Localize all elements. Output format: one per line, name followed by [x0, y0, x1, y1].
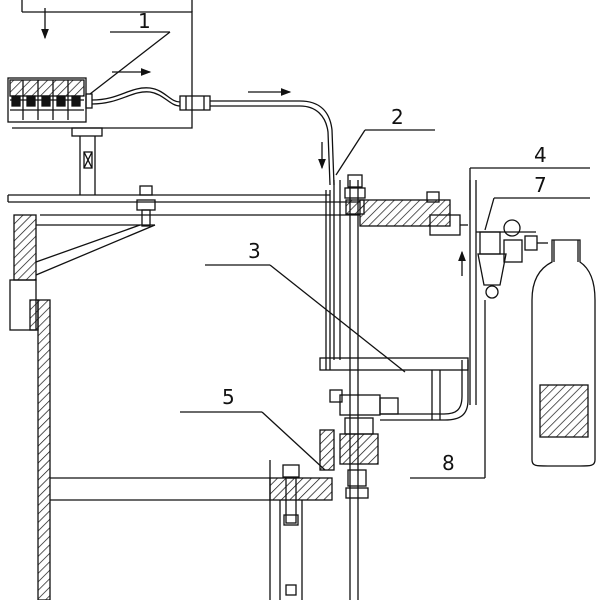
- lower-support: [269, 460, 333, 600]
- label-5: 5: [222, 385, 235, 409]
- right-bracket: [469, 180, 536, 405]
- label-3: 3: [248, 239, 261, 263]
- valve-assembly: [319, 389, 399, 499]
- supply-pipe: [91, 87, 335, 186]
- label-1: 1: [138, 9, 151, 33]
- beam-bolt: [136, 185, 440, 227]
- leader-3: [269, 264, 406, 373]
- leader-7: [484, 197, 495, 231]
- leader-5: [261, 411, 326, 471]
- label-4: 4: [534, 143, 547, 167]
- manifold-block: [7, 77, 93, 123]
- leader-1: [89, 31, 171, 95]
- wall-bracket: [9, 214, 156, 331]
- leader-2: [335, 129, 366, 176]
- left-column: [37, 299, 270, 600]
- hanger-rod: [71, 127, 103, 195]
- main-beam: [7, 194, 468, 236]
- label-7: 7: [534, 173, 547, 197]
- vertical-spindle: [325, 174, 366, 600]
- bottle: [531, 239, 596, 467]
- label-2: 2: [391, 105, 404, 129]
- collector-tray: [319, 357, 469, 421]
- label-8: 8: [442, 451, 455, 475]
- bottle-fitting: [503, 219, 548, 263]
- supply-box: [12, 0, 193, 129]
